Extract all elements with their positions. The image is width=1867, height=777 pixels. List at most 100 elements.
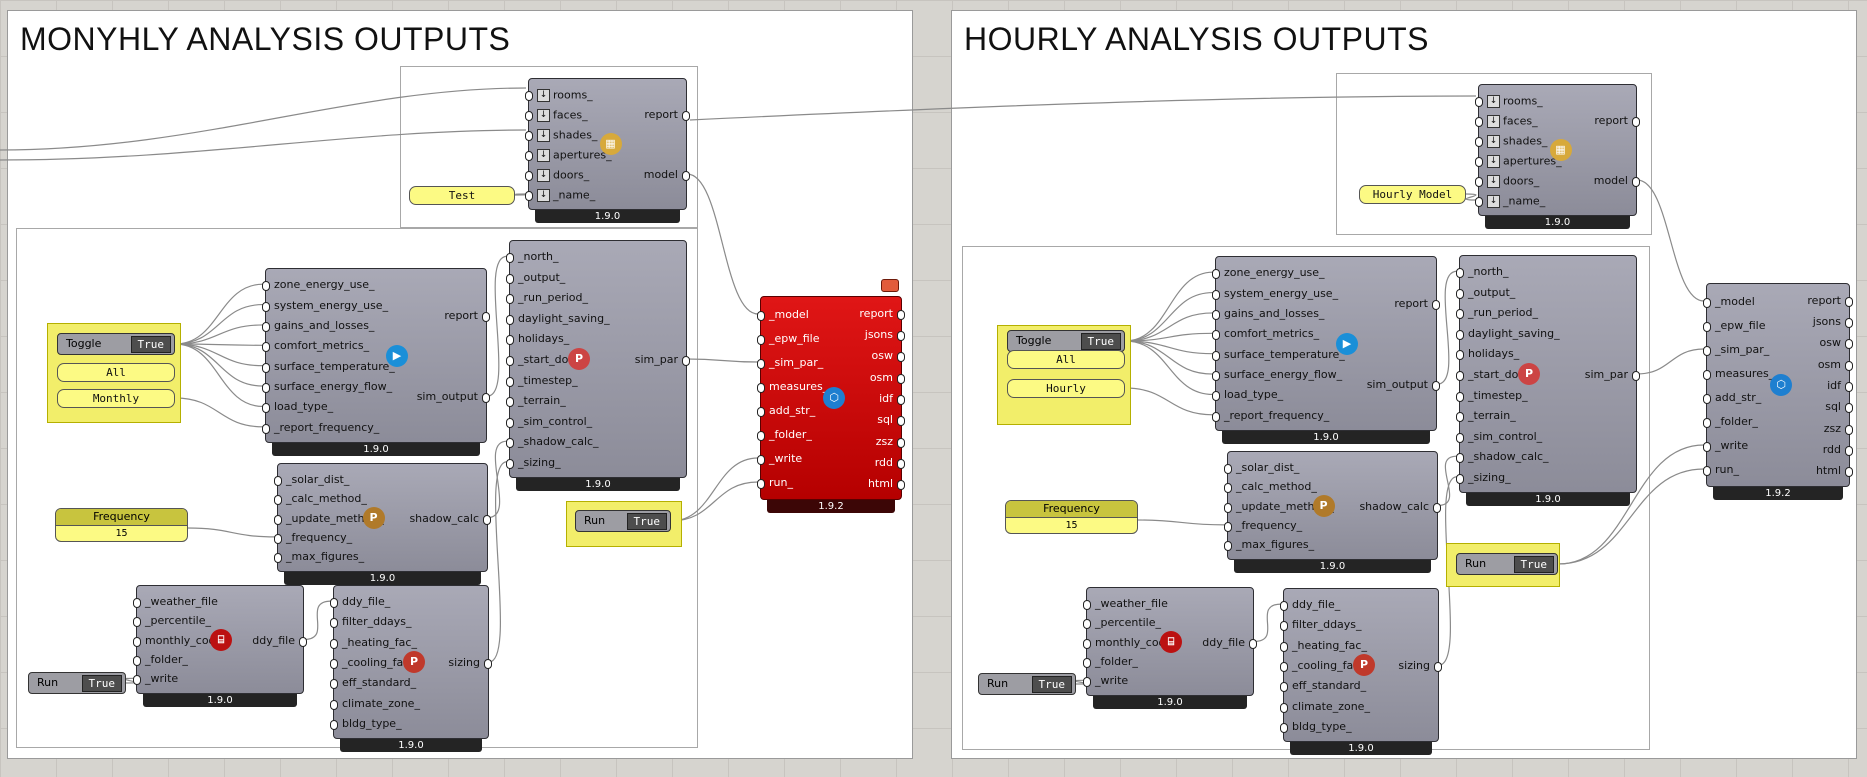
hb-model-component[interactable]: ↓rooms_↓faces_↓shades_↓apertures_↓doors_…	[1474, 84, 1641, 229]
input-systemenergyuse[interactable]: system_energy_use_	[1211, 287, 1338, 300]
input-comfortmetrics[interactable]: comfort_metrics_	[261, 340, 369, 353]
output-simpar[interactable]: sim_par	[635, 354, 691, 366]
input-weatherfile[interactable]: _weather_file	[133, 595, 218, 608]
input-updatemethod[interactable]: _update_method_	[1224, 500, 1334, 513]
input-addstr[interactable]: add_str_	[1702, 392, 1761, 404]
input-shadowcalc[interactable]: _shadow_calc_	[506, 436, 599, 449]
input-name[interactable]: ↓_name_	[524, 189, 595, 202]
output-html[interactable]: html	[1816, 465, 1854, 478]
input-gainsandlosses[interactable]: gains_and_losses_	[1211, 307, 1324, 320]
input-holidays[interactable]: holidays_	[1455, 348, 1519, 361]
output-osw[interactable]: osw	[1820, 337, 1854, 350]
input-model[interactable]: _model	[1703, 296, 1755, 308]
ddy-component[interactable]: _weather_file_percentile_monthly_cool__f…	[132, 585, 307, 707]
output-idf[interactable]: idf	[1827, 380, 1853, 392]
input-shadowcalc[interactable]: _shadow_calc_	[1456, 451, 1549, 464]
input-write[interactable]: _write	[756, 453, 802, 465]
output-jsons[interactable]: jsons	[865, 329, 906, 341]
input-output[interactable]: _output_	[1455, 286, 1515, 299]
input-terrain[interactable]: _terrain_	[1456, 410, 1516, 423]
input-simpar[interactable]: _sim_par_	[1702, 344, 1769, 356]
toggle-value[interactable]: True	[1080, 333, 1121, 350]
sizing-component[interactable]: ddy_file_filter_ddays__heating_fac__cool…	[329, 585, 492, 752]
input-sizing[interactable]: _sizing_	[506, 456, 561, 469]
toggle-value[interactable]: True	[1031, 676, 1072, 693]
input-north[interactable]: _north_	[506, 251, 559, 264]
output-zsz[interactable]: zsz	[1824, 422, 1854, 435]
input-write[interactable]: _write	[1082, 675, 1128, 688]
toggle-value[interactable]: True	[130, 336, 171, 353]
output-shadowcalc[interactable]: shadow_calc	[409, 512, 491, 525]
input-timestep[interactable]: _timestep_	[1456, 389, 1528, 402]
output-ddyfile[interactable]: ddy_file	[1202, 636, 1257, 649]
input-weatherfile[interactable]: _weather_file	[1083, 597, 1168, 610]
ddy-component[interactable]: _weather_file_percentile_monthly_cool__f…	[1082, 587, 1257, 709]
slider-value[interactable]: 15	[115, 528, 128, 539]
input-shades[interactable]: ↓shades_	[1474, 135, 1547, 148]
output-report[interactable]: report	[1394, 297, 1440, 310]
input-surfacetemperature[interactable]: surface_temperature_	[262, 360, 395, 373]
output-simoutput[interactable]: sim_output	[1367, 379, 1441, 392]
shadow-calc-component[interactable]: _solar_dist__calc_method__update_method_…	[273, 463, 491, 585]
input-heatingfac[interactable]: _heating_fac_	[1280, 639, 1367, 652]
input-heatingfac[interactable]: _heating_fac_	[330, 636, 417, 649]
output-simoutput[interactable]: sim_output	[417, 391, 491, 404]
output-html[interactable]: html	[868, 478, 906, 491]
input-folder[interactable]: _folder_	[133, 653, 188, 666]
input-reportfrequency[interactable]: _report_frequency_	[261, 421, 379, 434]
input-addstr[interactable]: add_str_	[756, 405, 815, 417]
energy-outputs-component[interactable]: zone_energy_use_system_energy_use_gains_…	[261, 268, 491, 456]
toggle-value[interactable]: True	[626, 513, 667, 530]
input-bldgtype[interactable]: bldg_type_	[1280, 720, 1352, 733]
input-solardist[interactable]: _solar_dist_	[1223, 461, 1299, 474]
output-sql[interactable]: sql	[877, 414, 905, 427]
output-report[interactable]: report	[644, 109, 690, 121]
output-report[interactable]: report	[444, 309, 490, 322]
output-model[interactable]: model	[644, 169, 691, 181]
input-surfacetemperature[interactable]: surface_temperature_	[1212, 348, 1345, 361]
frequency-panel[interactable]: Hourly	[1007, 379, 1125, 398]
input-run[interactable]: run_	[1703, 464, 1739, 476]
input-terrain[interactable]: _terrain_	[506, 395, 566, 408]
shadow-calc-component[interactable]: _solar_dist__calc_method__update_method_…	[1223, 451, 1441, 573]
output-sizing[interactable]: sizing	[448, 657, 492, 669]
hb-model-component[interactable]: ↓rooms_↓faces_↓shades_↓apertures_↓doors_…	[524, 78, 691, 223]
input-systemenergyuse[interactable]: system_energy_use_	[261, 299, 388, 312]
output-simpar[interactable]: sim_par	[1585, 369, 1641, 381]
input-zoneenergyuse[interactable]: zone_energy_use_	[1212, 267, 1325, 280]
output-model[interactable]: model	[1594, 175, 1641, 187]
output-sizing[interactable]: sizing	[1398, 660, 1442, 672]
input-effstandard[interactable]: eff_standard_	[329, 677, 416, 690]
input-measures[interactable]: measures_	[1702, 368, 1774, 380]
report-all-panel[interactable]: All	[57, 363, 175, 382]
input-holidays[interactable]: holidays_	[505, 333, 569, 346]
input-percentile[interactable]: _percentile_	[1082, 617, 1161, 630]
input-measures[interactable]: measures_	[756, 381, 828, 393]
input-daylightsaving[interactable]: daylight_saving_	[506, 312, 610, 325]
input-write[interactable]: _write	[132, 673, 178, 686]
input-climatezone[interactable]: climate_zone_	[330, 697, 420, 710]
output-zsz[interactable]: zsz	[876, 435, 906, 448]
name-panel[interactable]: Test	[409, 186, 515, 205]
input-percentile[interactable]: _percentile_	[132, 615, 211, 628]
input-name[interactable]: ↓_name_	[1474, 195, 1545, 208]
output-ddyfile[interactable]: ddy_file	[252, 634, 307, 647]
input-model[interactable]: _model	[757, 309, 809, 321]
input-coolingfac[interactable]: _cooling_fac_	[330, 657, 415, 669]
input-rooms[interactable]: ↓rooms_	[525, 89, 593, 102]
output-osw[interactable]: osw	[872, 350, 906, 363]
output-osm[interactable]: osm	[870, 371, 906, 384]
output-rdd[interactable]: rdd	[875, 457, 906, 469]
input-doors[interactable]: ↓doors_	[524, 169, 589, 182]
input-startdow[interactable]: _start_dow_	[1456, 369, 1533, 381]
input-bldgtype[interactable]: bldg_type_	[330, 717, 402, 730]
toggle-value[interactable]: True	[1513, 556, 1554, 573]
frequency-panel[interactable]: Monthly	[57, 389, 175, 408]
